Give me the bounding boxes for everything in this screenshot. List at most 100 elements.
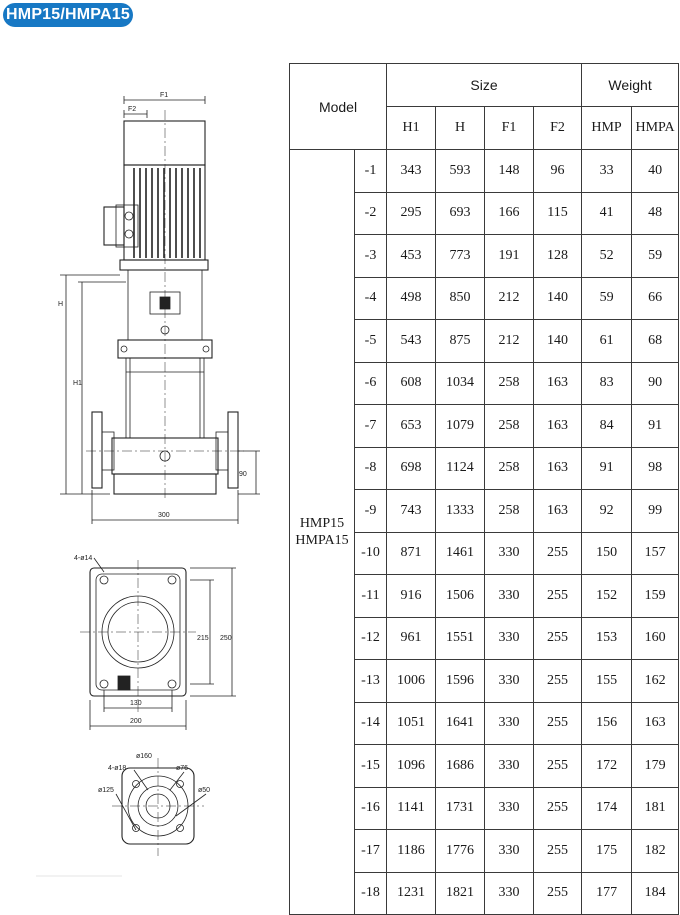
cell-f1: 258 — [484, 404, 535, 448]
cell-h: 1641 — [435, 701, 486, 745]
cell-f1: 330 — [484, 786, 535, 830]
cell-f1: 212 — [484, 319, 535, 363]
cell-variant: -12 — [353, 616, 388, 660]
cell-variant: -14 — [353, 701, 388, 745]
model-name-hmpa: HMPA15 — [295, 533, 349, 548]
cell-weight-hmpa: 182 — [631, 829, 680, 873]
cell-f2: 255 — [533, 786, 583, 830]
cell-variant: -17 — [353, 829, 388, 873]
cell-weight-hmpa: 160 — [631, 616, 680, 660]
cell-weight-hmp: 41 — [581, 191, 633, 235]
dim-200: 200 — [130, 718, 142, 725]
col-header-hmpa: HMPA — [631, 106, 680, 150]
cell-weight-hmpa: 184 — [631, 871, 680, 915]
cell-h: 1079 — [435, 404, 486, 448]
cell-h: 1731 — [435, 786, 486, 830]
dim-215: 215 — [197, 635, 209, 642]
cell-weight-hmp: 59 — [581, 276, 633, 320]
col-header-f1: F1 — [484, 106, 535, 150]
base-plan-view: 4-ø14 215 250 130 200 — [74, 555, 236, 730]
cell-f1: 258 — [484, 446, 535, 490]
cell-h1: 1231 — [386, 871, 437, 915]
spec-table: Model Size Weight H1 H F1 F2 HMP HMPA HM… — [288, 63, 680, 915]
cell-f1: 191 — [484, 234, 535, 278]
pump-side-view: F1 F2 — [58, 92, 260, 524]
cell-f2: 128 — [533, 234, 583, 278]
cell-weight-hmp: 33 — [581, 149, 633, 193]
cell-h: 773 — [435, 234, 486, 278]
col-header-h: H — [435, 106, 486, 150]
dim-f1: F1 — [160, 92, 168, 99]
cell-weight-hmpa: 157 — [631, 531, 680, 575]
cell-weight-hmpa: 68 — [631, 319, 680, 363]
cell-weight-hmpa: 98 — [631, 446, 680, 490]
cell-variant: -4 — [353, 276, 388, 320]
dim-50: ø50 — [198, 787, 210, 794]
cell-h1: 295 — [386, 191, 437, 235]
cell-weight-hmp: 84 — [581, 404, 633, 448]
cell-h1: 498 — [386, 276, 437, 320]
cell-h1: 871 — [386, 531, 437, 575]
cell-h: 1124 — [435, 446, 486, 490]
cell-variant: -8 — [353, 446, 388, 490]
cell-f2: 255 — [533, 659, 583, 703]
cell-h: 1821 — [435, 871, 486, 915]
cell-weight-hmpa: 99 — [631, 489, 680, 533]
model-name-hmp: HMP15 — [299, 516, 345, 531]
col-header-h1: H1 — [386, 106, 437, 150]
cell-variant: -6 — [353, 361, 388, 405]
dim-125: ø125 — [98, 787, 114, 794]
cell-variant: -10 — [353, 531, 388, 575]
cell-weight-hmpa: 159 — [631, 574, 680, 618]
cell-variant: -13 — [353, 659, 388, 703]
cell-f2: 255 — [533, 871, 583, 915]
cell-h: 1686 — [435, 744, 486, 788]
cell-h1: 543 — [386, 319, 437, 363]
dim-160: ø160 — [136, 753, 152, 760]
cell-weight-hmp: 52 — [581, 234, 633, 278]
cell-h1: 1096 — [386, 744, 437, 788]
cell-f2: 163 — [533, 446, 583, 490]
cell-f2: 255 — [533, 744, 583, 788]
cell-variant: -5 — [353, 319, 388, 363]
cell-f1: 258 — [484, 489, 535, 533]
cell-h: 1461 — [435, 531, 486, 575]
cell-weight-hmp: 92 — [581, 489, 633, 533]
cell-f1: 166 — [484, 191, 535, 235]
cell-weight-hmp: 152 — [581, 574, 633, 618]
cell-weight-hmpa: 163 — [631, 701, 680, 745]
cell-f1: 330 — [484, 531, 535, 575]
cell-f1: 258 — [484, 361, 535, 405]
cell-weight-hmpa: 90 — [631, 361, 680, 405]
cell-h1: 608 — [386, 361, 437, 405]
cell-weight-hmp: 61 — [581, 319, 633, 363]
cell-h: 1596 — [435, 659, 486, 703]
cell-h1: 343 — [386, 149, 437, 193]
cell-h1: 916 — [386, 574, 437, 618]
series-badge: HMP15/HMPA15 — [3, 3, 133, 27]
flange-view: ø160 4-ø18 ø76 ø125 ø50 — [98, 753, 210, 856]
cell-h: 875 — [435, 319, 486, 363]
cell-f2: 255 — [533, 616, 583, 660]
cell-variant: -18 — [353, 871, 388, 915]
cell-h: 1551 — [435, 616, 486, 660]
cell-f2: 255 — [533, 701, 583, 745]
cell-weight-hmpa: 162 — [631, 659, 680, 703]
cell-f1: 330 — [484, 744, 535, 788]
model-header: Model — [288, 63, 388, 150]
cell-weight-hmpa: 181 — [631, 786, 680, 830]
cell-variant: -16 — [353, 786, 388, 830]
cell-weight-hmp: 175 — [581, 829, 633, 873]
dim-90: 90 — [239, 471, 247, 478]
